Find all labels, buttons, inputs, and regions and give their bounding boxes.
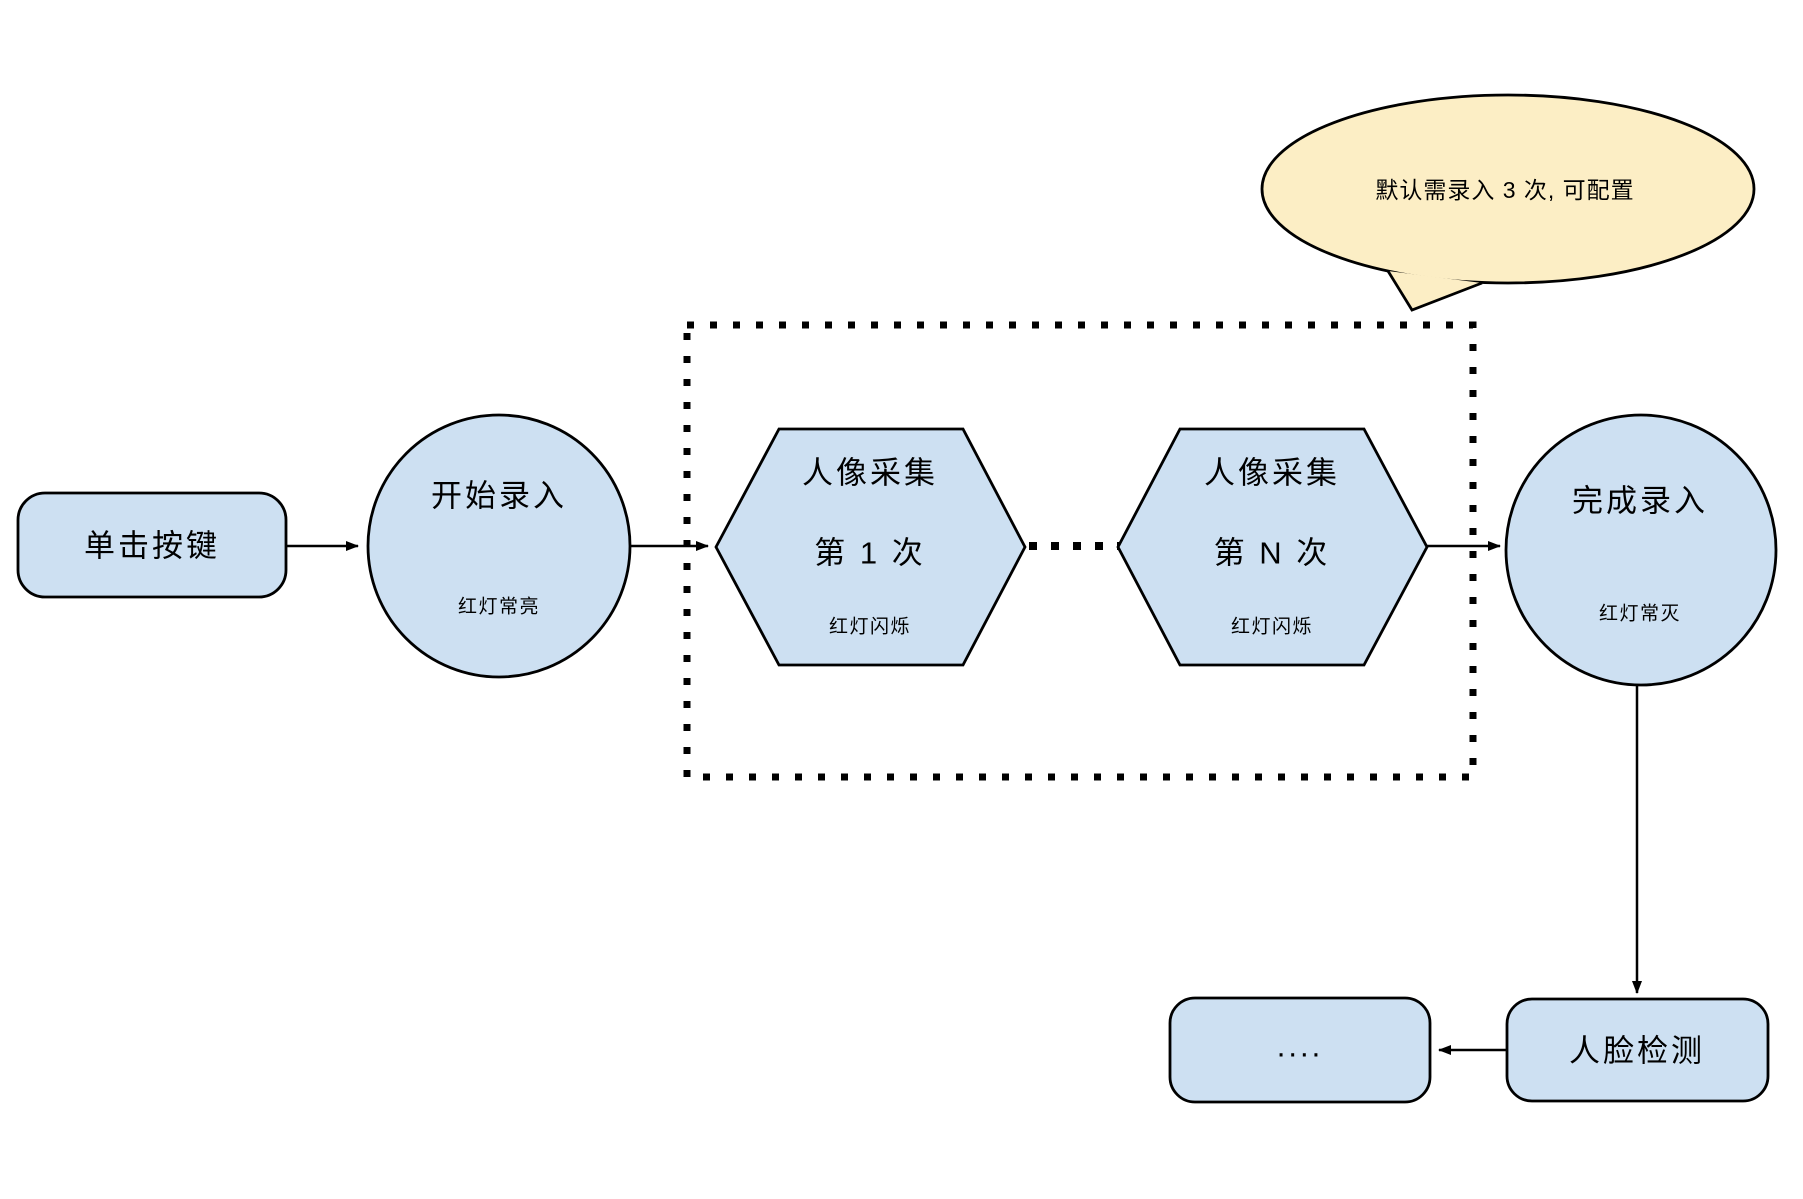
start-enroll-node xyxy=(366,413,632,679)
capture-first-status: 红灯闪烁 xyxy=(829,616,911,638)
capture-first-node xyxy=(714,427,1027,667)
capture-first-title: 人像采集 xyxy=(802,456,938,491)
capture-nth-count: 第 N 次 xyxy=(1214,536,1331,571)
capture-nth-node xyxy=(1116,427,1429,667)
more-label: .... xyxy=(1277,1029,1323,1064)
capture-first-count: 第 1 次 xyxy=(814,536,925,571)
click-button-node xyxy=(16,491,288,599)
face-detect-label: 人脸检测 xyxy=(1569,1034,1705,1069)
callout-ellipse xyxy=(1260,93,1756,285)
finish-enroll-title: 完成录入 xyxy=(1572,484,1708,519)
callout-text: 默认需录入 3 次, 可配置 xyxy=(1375,177,1634,203)
callout-bubble: 默认需录入 3 次, 可配置 xyxy=(1260,93,1756,312)
start-enroll-status: 红灯常亮 xyxy=(458,596,540,618)
capture-nth-title: 人像采集 xyxy=(1204,456,1340,491)
capture-nth-status: 红灯闪烁 xyxy=(1231,616,1313,638)
callout-tail xyxy=(1386,270,1483,312)
start-enroll-title: 开始录入 xyxy=(431,479,567,514)
finish-enroll-node xyxy=(1504,413,1778,687)
capture-loop-boundary xyxy=(683,321,1477,781)
finish-enroll-status: 红灯常灭 xyxy=(1599,603,1681,625)
click-button-label: 单击按键 xyxy=(84,529,220,564)
face-detect-node xyxy=(1505,997,1770,1103)
more-node xyxy=(1168,996,1432,1104)
